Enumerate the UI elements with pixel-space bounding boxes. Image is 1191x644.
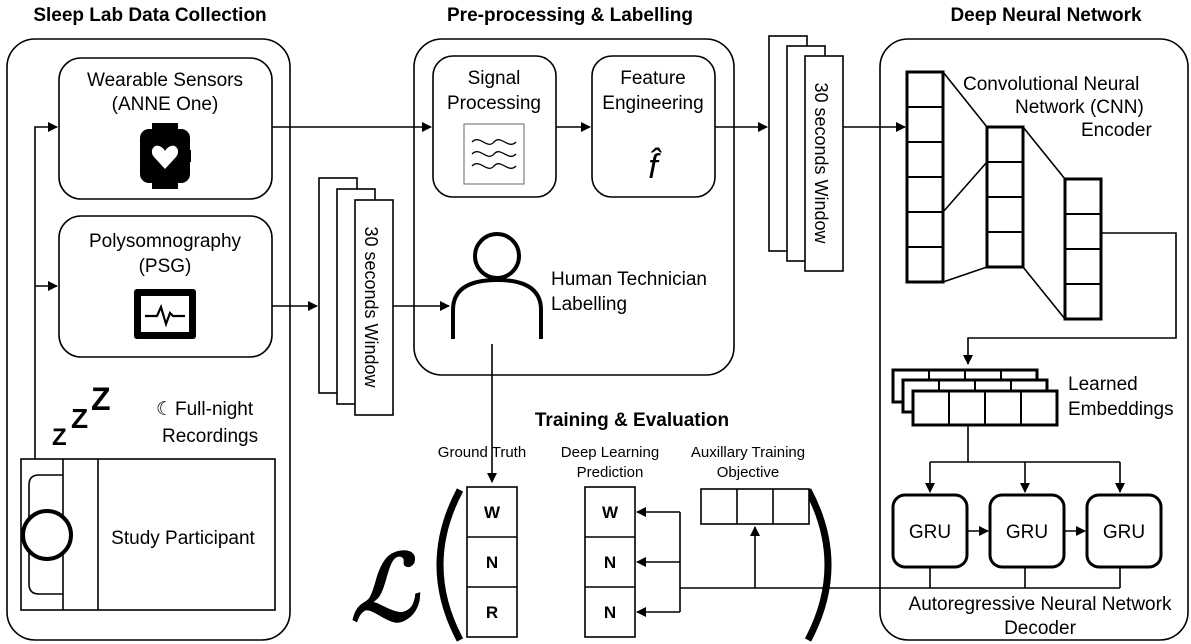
preprocessing-panel [413,38,735,376]
gru-cell-3: GRU [1085,493,1163,569]
z-letter-1: Z [52,424,67,451]
sleep-lab-panel [6,38,291,641]
heading-dnn: Deep Neural Network [950,5,1142,26]
person-icon [451,232,543,339]
recordings-label-2: Recordings [162,426,258,447]
aux-objective-label-1: Auxillary Training [691,444,805,461]
feature-label-1: Feature [620,68,685,89]
prediction-column: W N N [584,486,636,638]
dl-prediction-label-2: Prediction [577,464,644,481]
loss-symbol: ℒ [351,538,421,640]
signal-label-2: Processing [447,93,541,114]
cnn-layer-3 [1063,177,1103,321]
prediction-cell-2: N [604,553,616,572]
gru-label-1: GRU [909,522,951,543]
monitor-ecg-icon [134,289,196,339]
cnn-to-embeddings-arrow [963,232,1177,365]
technician-label-1: Human Technician [551,269,707,290]
dl-prediction-label-1: Deep Learning [561,444,659,461]
window-stack-processed: 30 seconds Window [768,35,844,272]
signal-processing-box: Signal Processing [432,55,557,198]
ground-truth-cell-3: R [486,603,498,622]
ground-truth-cell-1: W [484,503,501,522]
left-parenthesis [436,488,464,642]
wearable-label-1: Wearable Sensors [87,70,243,91]
prediction-feed-arrows [636,507,681,617]
feature-label-2: Engineering [602,93,703,114]
window-stack-psg: 30 seconds Window [318,177,394,416]
gru-label-3: GRU [1103,522,1145,543]
z-letter-2: Z [71,403,88,434]
ground-truth-column: W N R [466,486,518,638]
psg-label-2: (PSG) [139,256,192,277]
right-parenthesis [804,488,832,642]
ground-truth-label: Ground Truth [438,444,526,461]
wearable-sensors-box: Wearable Sensors (ANNE One) [58,57,273,200]
wave-signal-icon [463,123,525,185]
embeddings-to-gru-arrows [925,425,1125,493]
embeddings-label-1: Learned [1068,374,1138,395]
cnn-label-1: Convolutional Neural [963,74,1139,95]
aux-objective-label-2: Objective [717,464,780,481]
pipeline-arrows [272,122,906,483]
cnn-layer-1 [905,70,945,284]
sleep-zzz: Z Z Z [52,381,111,451]
dnn-panel [879,38,1189,641]
ground-truth-cell-2: N [486,553,498,572]
technician-label-2: Labelling [551,294,627,315]
cnn-encoder [905,70,1103,321]
gru-label-2: GRU [1006,522,1048,543]
learned-embeddings [891,368,1059,427]
wearable-label-2: (ANNE One) [112,94,219,115]
prediction-cell-1: W [602,503,619,522]
cnn-layer-2 [985,125,1025,269]
moon-icon: ☾ [156,399,173,420]
feature-engineering-box: Feature Engineering f̂ [591,55,716,198]
cnn-label-2: Network (CNN) [1015,97,1144,118]
aux-objective-vector [700,488,810,525]
smartwatch-heart-icon [140,123,191,189]
decoder-label-2: Decoder [1004,618,1076,639]
signal-label-1: Signal [468,68,521,89]
prediction-cell-3: N [604,603,616,622]
participant-feed-arrows [34,122,58,459]
recordings-label-1: Full-night [175,399,254,420]
gru-cell-1: GRU [891,493,969,569]
gru-output-lines [680,567,1121,589]
window-label-psg: 30 seconds Window [361,226,381,388]
embeddings-label-2: Embeddings [1068,399,1174,420]
cnn-label-3: Encoder [1081,120,1152,141]
gru-cell-2: GRU [988,493,1066,569]
z-letter-3: Z [91,381,111,417]
decoder-label-1: Autoregressive Neural Network [909,594,1172,615]
psg-box: Polysomnography (PSG) [58,215,273,358]
heading-preprocessing: Pre-processing & Labelling [447,5,693,26]
psg-label-1: Polysomnography [89,231,242,252]
heading-sleep-lab: Sleep Lab Data Collection [33,5,266,26]
window-label-processed: 30 seconds Window [811,82,831,244]
person-in-bed-icon [20,458,276,611]
participant-label: Study Participant [111,528,255,549]
heading-training: Training & Evaluation [535,410,729,431]
